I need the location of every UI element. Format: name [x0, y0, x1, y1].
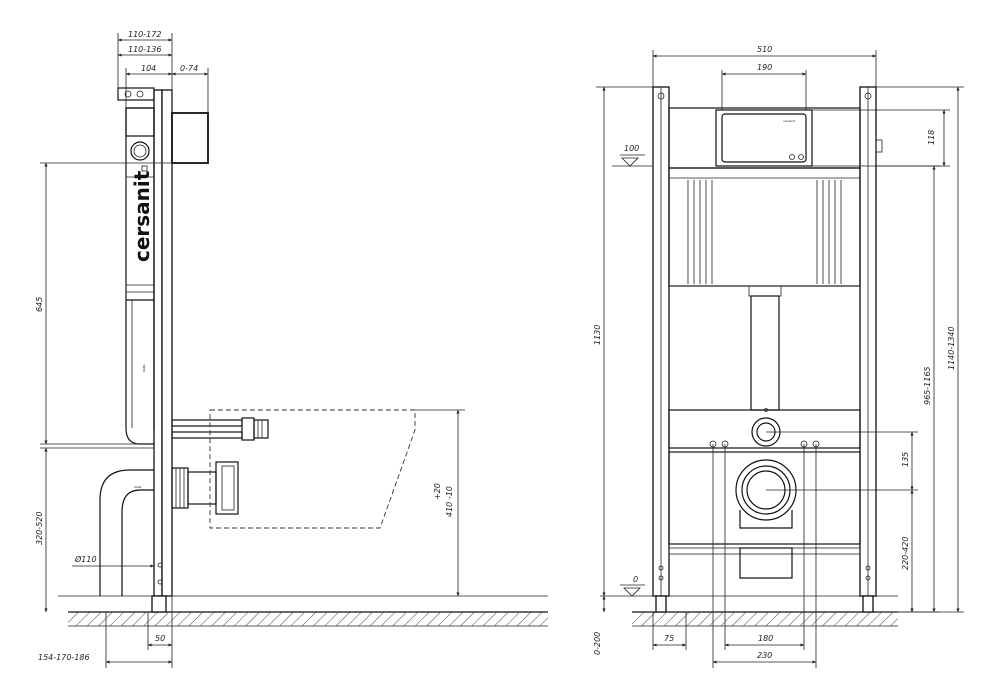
svg-text:135: 135	[901, 452, 910, 467]
dim-320-520: 320-520	[35, 447, 154, 613]
side-button-box	[171, 112, 209, 164]
svg-text:0-74: 0-74	[180, 64, 198, 73]
dim-0-200: 0-200	[593, 595, 606, 655]
svg-text:645: 645	[35, 297, 44, 312]
svg-text:1140-1340: 1140-1340	[947, 326, 956, 370]
dim-118: 118	[812, 109, 950, 167]
front-view: cersanit	[593, 45, 964, 668]
side-top-bracket	[117, 87, 155, 101]
front-supply-connection	[751, 408, 781, 447]
level-100: 100	[612, 144, 653, 167]
svg-text:KARL: KARL	[134, 485, 142, 489]
front-frame	[652, 86, 883, 613]
svg-text:118: 118	[927, 130, 936, 145]
side-outlet-connector	[171, 461, 239, 515]
dim-diameter-110: Ø110	[72, 554, 155, 568]
svg-text:154-170-186: 154-170-186	[38, 653, 90, 662]
dim-1130: 1130	[593, 86, 653, 597]
dim-135: 135	[766, 431, 918, 491]
dim-510: 510	[652, 45, 877, 87]
side-supply-pipe	[171, 417, 269, 441]
svg-text:100: 100	[624, 144, 639, 153]
dim-75: 75	[652, 612, 687, 650]
front-downpipe	[750, 295, 780, 411]
dim-230: 230	[712, 444, 817, 668]
svg-text:0-200: 0-200	[593, 632, 602, 655]
front-cistern	[668, 107, 861, 297]
dim-104: 104	[125, 64, 173, 108]
front-flush-button-plate: cersanit	[715, 109, 813, 167]
front-outlet	[735, 459, 797, 579]
dim-0-74: 0-74	[171, 64, 209, 113]
svg-text:320-520: 320-520	[35, 512, 44, 545]
svg-text:75: 75	[664, 634, 674, 643]
dim-190: 190	[721, 63, 807, 110]
svg-text:965-1165: 965-1165	[923, 366, 932, 405]
front-lower-bracket	[668, 409, 861, 545]
svg-text:Ø110: Ø110	[74, 554, 97, 564]
dim-180: 180	[724, 444, 805, 650]
svg-text:220-420: 220-420	[901, 537, 910, 570]
side-frame-post	[151, 89, 173, 613]
svg-text:190: 190	[757, 63, 772, 72]
svg-text:510: 510	[757, 45, 772, 54]
level-0: 0	[620, 575, 645, 597]
svg-text:110-172: 110-172	[128, 30, 161, 39]
svg-text:+20: +20	[433, 483, 442, 500]
svg-text:cersanit: cersanit	[783, 119, 796, 123]
svg-text:0: 0	[633, 575, 638, 584]
dim-1140-1340: 1140-1340	[876, 86, 964, 613]
side-drain-pipe: KARL	[125, 300, 155, 445]
side-elbow: KARL	[99, 469, 154, 596]
svg-text:KARL: KARL	[142, 364, 146, 372]
svg-text:104: 104	[141, 64, 156, 73]
side-cistern: cersanit	[125, 107, 155, 301]
svg-text:50: 50	[155, 634, 165, 643]
front-floor	[600, 595, 898, 627]
dim-110-136: 110-136	[117, 45, 173, 57]
dim-410: 410 -10 +20	[415, 409, 465, 597]
svg-text:1130: 1130	[593, 325, 602, 345]
dim-220-420: 220-420	[901, 489, 914, 613]
svg-text:410 -10: 410 -10	[445, 486, 454, 517]
svg-text:180: 180	[758, 634, 773, 643]
dim-645: 645	[35, 162, 172, 445]
svg-text:110-136: 110-136	[128, 45, 161, 54]
side-view: cersanit KARL KARL	[35, 30, 548, 668]
dim-154-170-186: 154-170-186	[38, 612, 173, 668]
side-floor	[58, 595, 548, 627]
dim-50: 50	[147, 596, 173, 668]
svg-text:230: 230	[757, 651, 772, 660]
side-toilet-bowl-outline	[209, 409, 416, 529]
side-brand-label: cersanit	[130, 170, 154, 262]
